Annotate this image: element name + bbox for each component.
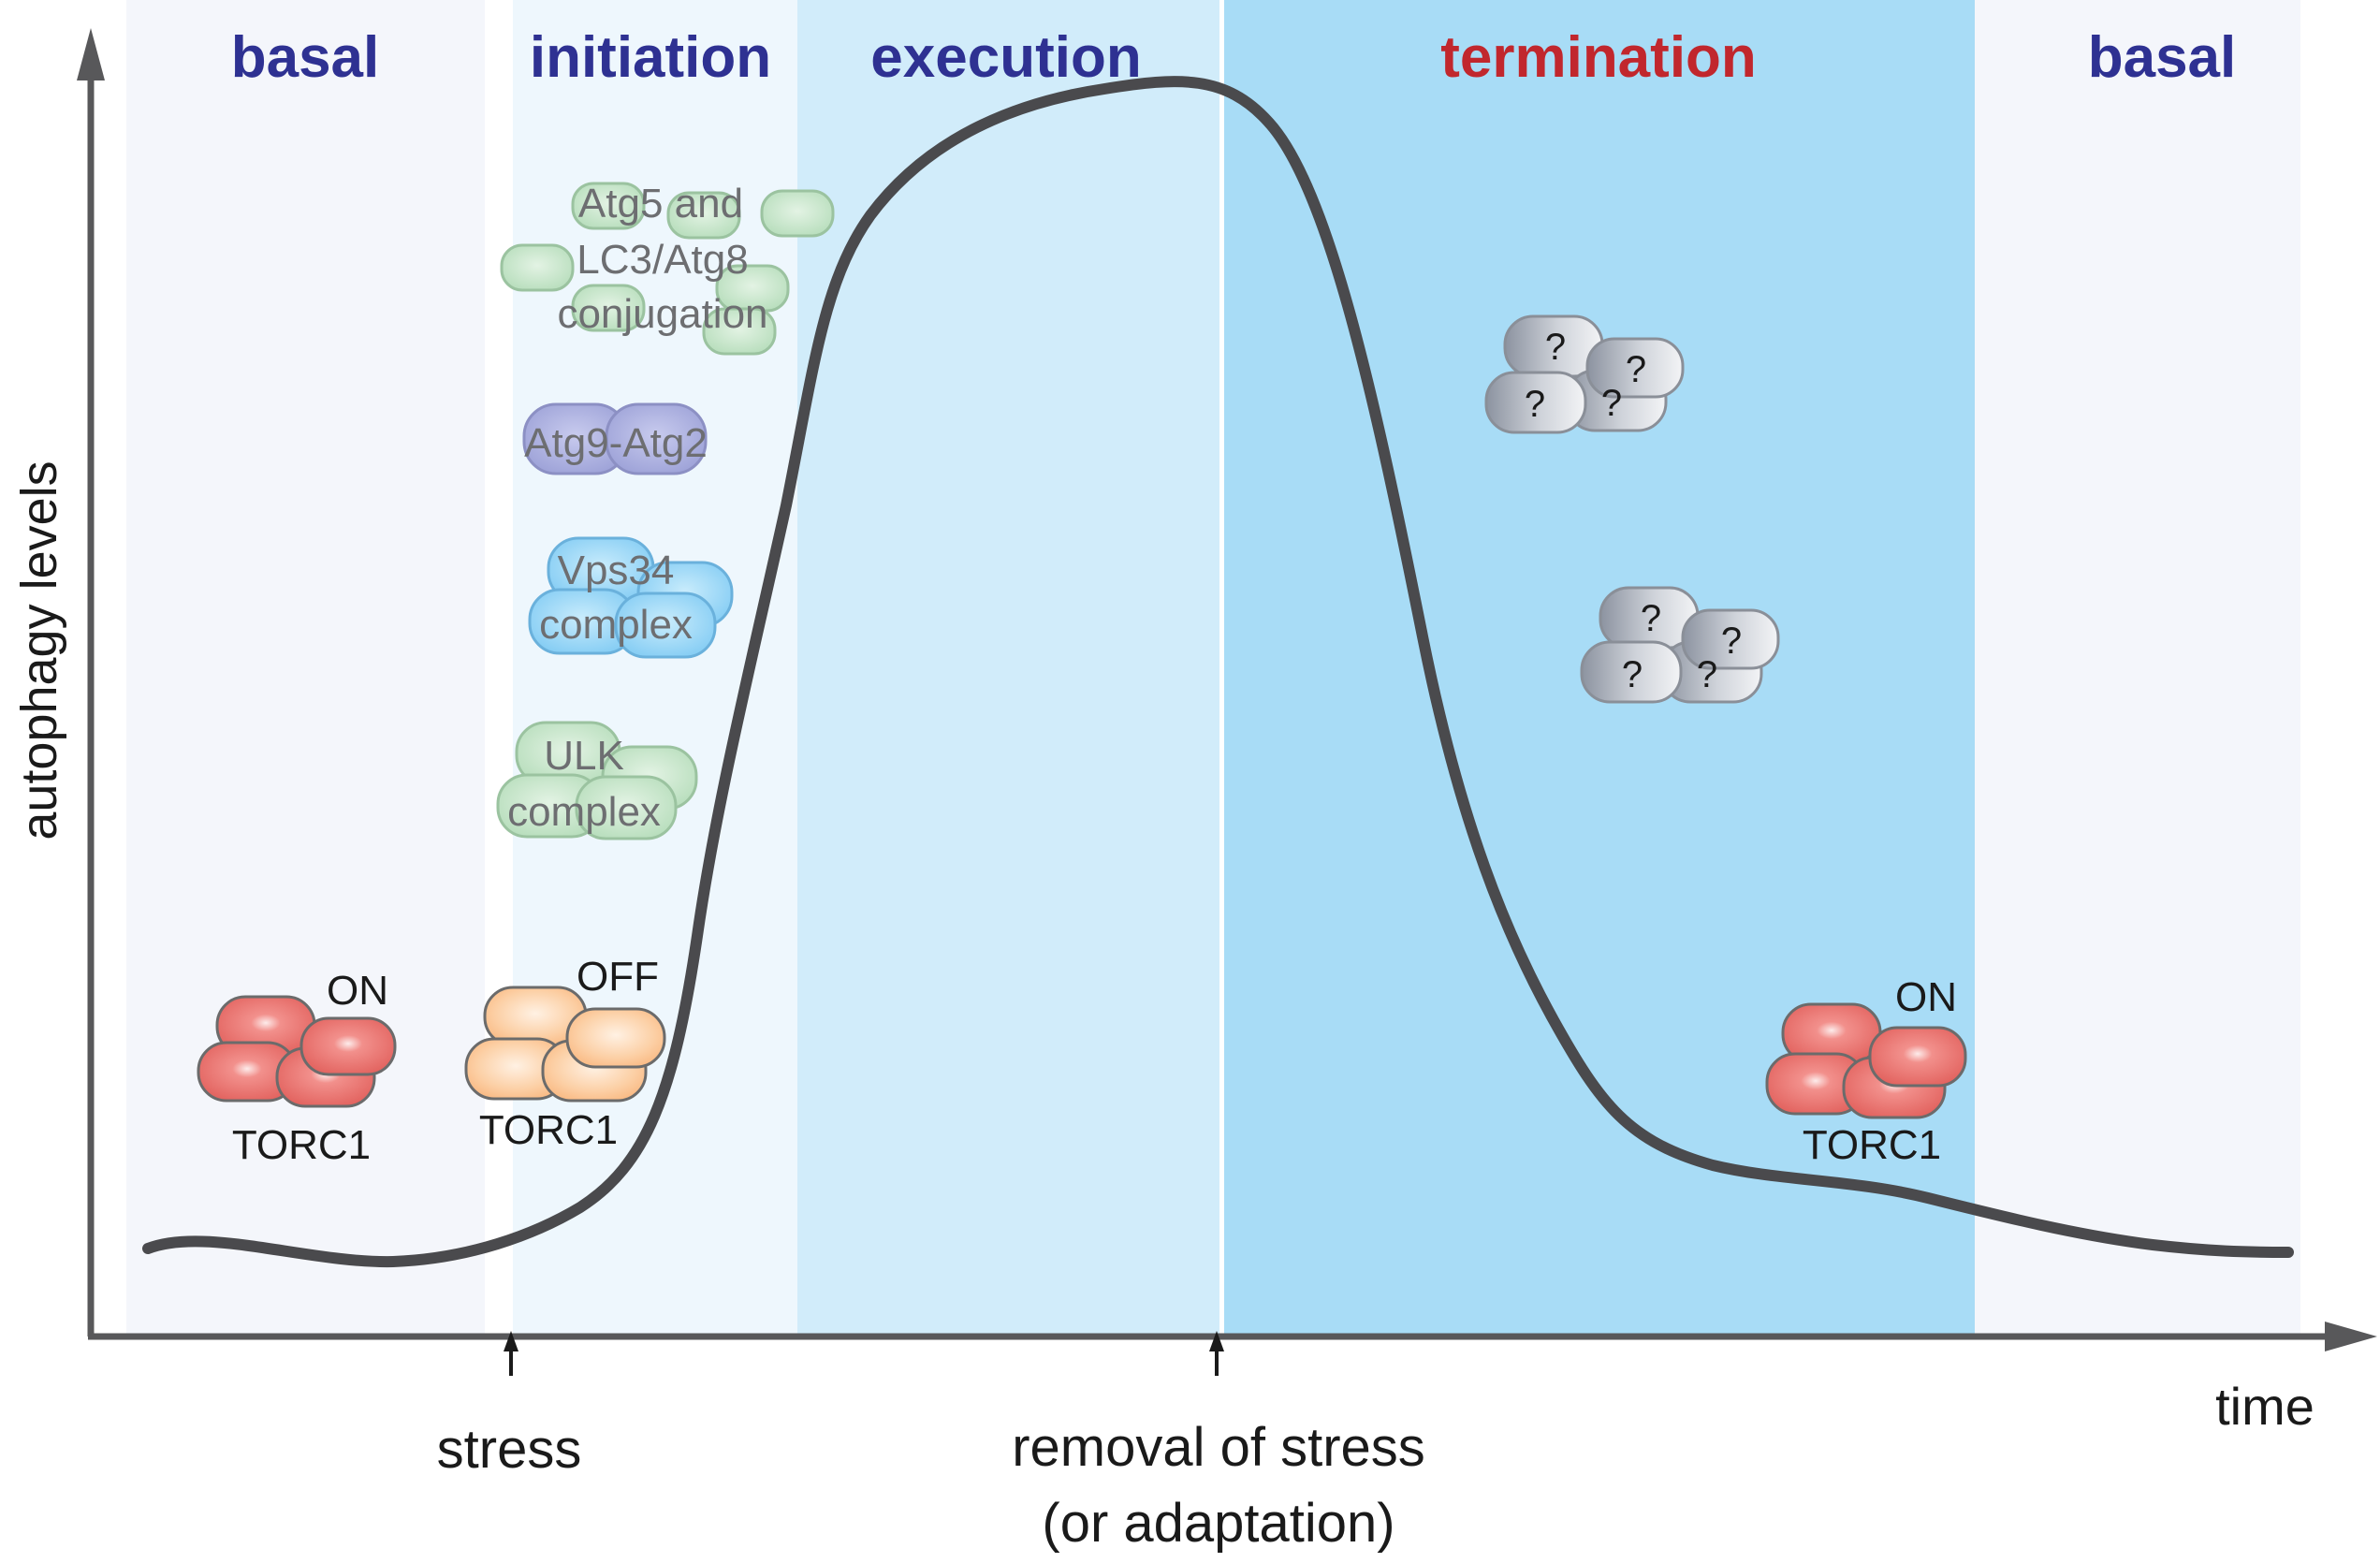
unknown-lower-subunit-3 [1580, 640, 1683, 704]
unknown-upper-mark-4: ? [1601, 383, 1622, 424]
removal-arrow-head [1209, 1331, 1224, 1351]
autophagy-curve [142, 76, 2294, 1268]
ulk-complex [496, 721, 698, 840]
atg5-label-line3: conjugation [557, 291, 767, 337]
vps34-label-line1: Vps34 [558, 548, 675, 593]
atg5-subunit-5 [571, 284, 646, 332]
vps34-label: Vps34 complex [539, 548, 693, 648]
atg5-label: Atg5 and LC3/Atg8 conjugation [557, 181, 767, 337]
torc1-right-subunit-4 [1868, 1026, 1967, 1088]
phase-label-execution: execution [870, 25, 1141, 90]
atg5-subunit-2 [666, 191, 741, 240]
atg5-subunit-7 [702, 307, 777, 356]
unknown-lower-mark-3: ? [1622, 654, 1643, 695]
x-axis-arrowhead [2325, 1322, 2377, 1351]
unknown-factor-cluster-upper [1484, 314, 1685, 434]
unknown-lower-mark-1: ? [1641, 598, 1661, 639]
removal-of-stress-marker: removal of stress (or adaptation) [1012, 1331, 1425, 1554]
phase-labels: basal initiation execution termination b… [231, 25, 2237, 90]
atg5-label-line2: LC3/Atg8 [577, 237, 748, 283]
ulk-label: ULK complex [507, 733, 661, 835]
phase-label-termination: termination [1440, 25, 1757, 90]
basal-band-left [126, 0, 485, 1337]
torc1-mid-state: OFF [577, 954, 659, 1000]
unknown-upper-mark-3: ? [1525, 384, 1545, 425]
torc1-right-state: ON [1895, 974, 1957, 1020]
ulk-subunit-4 [575, 775, 678, 840]
ulk-label-line1: ULK [544, 733, 624, 779]
unknown-lower-marks: ? ? ? ? [1622, 598, 1742, 695]
atg9-atg2-label: Atg9-Atg2 [524, 420, 708, 466]
y-axis-label: autophagy levels [11, 460, 67, 840]
phase-backgrounds [126, 0, 2300, 1337]
unknown-upper-marks: ? ? ? ? [1525, 327, 1646, 425]
unknown-lower-mark-4: ? [1697, 654, 1717, 695]
torc1-complex-left [197, 995, 397, 1108]
unknown-upper-mark-2: ? [1626, 349, 1646, 390]
torc1-mid-label: TORC1 [479, 1107, 618, 1153]
axes: autophagy levels time [11, 28, 2377, 1436]
torc1-complex-middle [464, 986, 666, 1103]
phase-label-basal-right: basal [2088, 25, 2237, 90]
stress-arrow-head [504, 1331, 518, 1351]
vps34-label-line2: complex [539, 602, 693, 648]
ulk-label-line2: complex [507, 789, 661, 835]
unknown-lower-subunit-4 [1681, 608, 1780, 670]
atg5-subunit-1 [571, 182, 646, 230]
atg5-label-line1: Atg5 and [578, 181, 743, 226]
stress-label: stress [437, 1419, 582, 1480]
vps34-subunit-4 [614, 592, 717, 659]
unknown-upper-subunit-3 [1484, 371, 1587, 434]
torc1-left-state: ON [327, 968, 388, 1014]
unknown-lower-mark-2: ? [1721, 621, 1742, 662]
torc1-mid-subunit-4 [565, 1007, 666, 1069]
removal-label-line1: removal of stress [1012, 1417, 1425, 1478]
torc1-complex-right [1765, 1002, 1967, 1119]
torc1-left-label: TORC1 [232, 1122, 371, 1168]
unknown-upper-mark-1: ? [1545, 327, 1566, 368]
atg5-subunit-4 [500, 243, 575, 292]
basal-band-right [1975, 0, 2300, 1337]
torc1-left-subunit-4 [299, 1016, 397, 1076]
atg9-subunit-2 [605, 402, 708, 475]
vps34-complex [528, 536, 734, 659]
atg5-lc3-conjugation-complex [500, 182, 835, 356]
execution-band [797, 0, 1219, 1337]
stress-marker: stress [437, 1331, 582, 1480]
phase-label-initiation: initiation [530, 25, 771, 90]
atg5-subunit-3 [760, 189, 835, 238]
y-axis-arrowhead [77, 28, 105, 80]
x-axis-label: time [2215, 1377, 2314, 1436]
unknown-upper-subunit-4 [1585, 337, 1685, 399]
removal-label-line2: (or adaptation) [1042, 1493, 1394, 1554]
atg9-atg2-complex [522, 402, 708, 475]
phase-label-basal-left: basal [231, 25, 380, 90]
unknown-factor-cluster-lower [1580, 586, 1780, 704]
torc1-right-label: TORC1 [1803, 1122, 1941, 1168]
